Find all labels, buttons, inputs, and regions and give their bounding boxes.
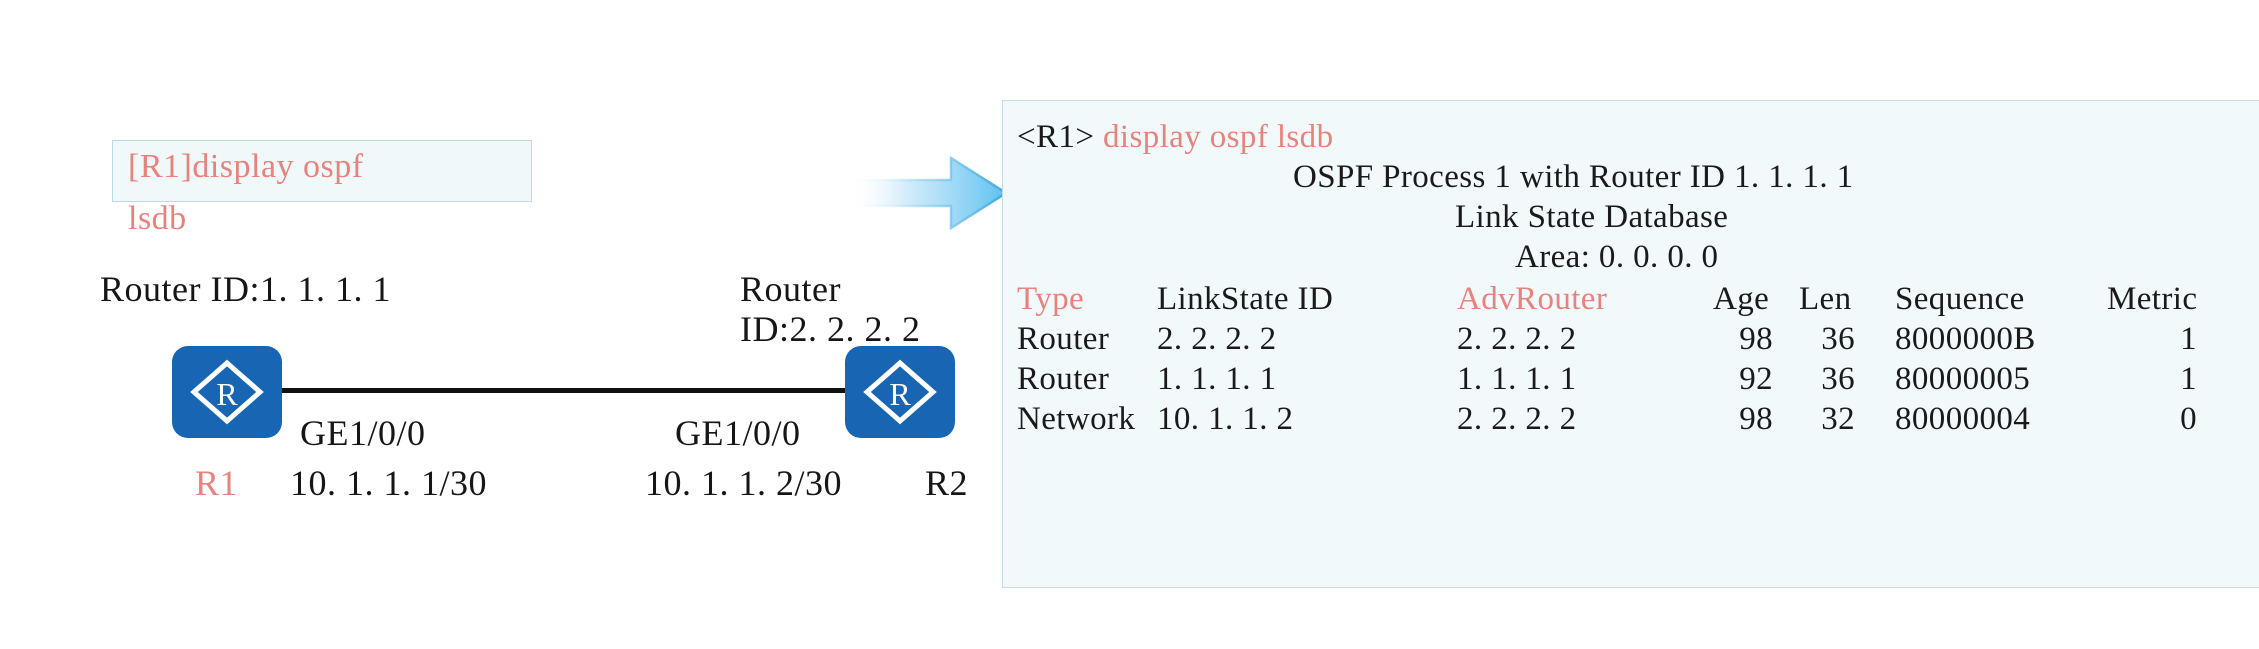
router2-id-label-line2: ID:2. 2. 2. 2: [740, 309, 921, 349]
svg-text:R: R: [216, 376, 238, 412]
ethernet-link-line: [282, 388, 854, 393]
router2-name-label: R2: [925, 463, 969, 503]
router1-name-label: R1: [195, 463, 239, 503]
cell-advrouter: 1. 1. 1. 1: [1457, 361, 1577, 397]
column-header-advrouter: AdvRouter: [1457, 281, 1608, 317]
cell-metric: 1: [2180, 321, 2197, 357]
cell-type: Router: [1017, 361, 1110, 397]
table-row: Router 1. 1. 1. 1 1. 1. 1. 1 92 36 80000…: [1017, 361, 2259, 401]
cell-age: 92: [1739, 361, 1773, 397]
cell-advrouter: 2. 2. 2. 2: [1457, 401, 1577, 437]
svg-text:R: R: [889, 376, 911, 412]
command-callout-line-1: [R1]display ospf: [128, 148, 364, 185]
lsdb-table: Type LinkState ID AdvRouter Age Len Sequ…: [1017, 281, 2259, 441]
cell-age: 98: [1739, 321, 1773, 357]
column-header-type: Type: [1017, 281, 1085, 317]
cell-sequence: 8000000B: [1895, 321, 2036, 357]
cell-type: Router: [1017, 321, 1110, 357]
terminal-command: display ospf lsdb: [1103, 119, 1334, 155]
cell-metric: 1: [2180, 361, 2197, 397]
router1-interface-name: GE1/0/0: [300, 413, 426, 453]
router1-id-label: Router ID:1. 1. 1. 1: [100, 269, 391, 309]
cell-linkstate-id: 10. 1. 1. 2: [1157, 401, 1294, 437]
terminal-output-panel: <R1> display ospf lsdb OSPF Process 1 wi…: [1002, 100, 2259, 588]
command-callout-box: [112, 140, 532, 202]
terminal-header-lsdb: Link State Database: [1455, 199, 1729, 235]
column-header-sequence: Sequence: [1895, 281, 2025, 317]
cell-linkstate-id: 2. 2. 2. 2: [1157, 321, 1277, 357]
column-header-len: Len: [1799, 281, 1852, 317]
cell-len: 32: [1821, 401, 1855, 437]
cell-len: 36: [1821, 321, 1855, 357]
column-header-metric: Metric: [2107, 281, 2198, 317]
router2-id-label-line1: Router: [740, 269, 841, 309]
terminal-prompt-line: <R1> display ospf lsdb: [1017, 119, 1333, 156]
table-row: Network 10. 1. 1. 2 2. 2. 2. 2 98 32 800…: [1017, 401, 2259, 441]
router-r2-icon[interactable]: R: [845, 346, 955, 438]
terminal-prompt: <R1>: [1017, 119, 1095, 155]
column-header-linkstate-id: LinkState ID: [1157, 281, 1334, 317]
terminal-header-area: Area: 0. 0. 0. 0: [1515, 239, 1719, 275]
cell-sequence: 80000004: [1895, 401, 2031, 437]
cell-len: 36: [1821, 361, 1855, 397]
cell-sequence: 80000005: [1895, 361, 2031, 397]
command-callout-line-2: lsdb: [128, 200, 187, 237]
flow-arrow-right-icon: [846, 150, 1009, 236]
cell-metric: 0: [2180, 401, 2197, 437]
terminal-header-process: OSPF Process 1 with Router ID 1. 1. 1. 1: [1293, 159, 1854, 195]
cell-advrouter: 2. 2. 2. 2: [1457, 321, 1577, 357]
cell-age: 98: [1739, 401, 1773, 437]
table-row: Router 2. 2. 2. 2 2. 2. 2. 2 98 36 80000…: [1017, 321, 2259, 361]
lsdb-table-header-row: Type LinkState ID AdvRouter Age Len Sequ…: [1017, 281, 2259, 321]
router1-interface-ip: 10. 1. 1. 1/30: [290, 463, 488, 503]
router2-interface-ip: 10. 1. 1. 2/30: [645, 463, 843, 503]
router-r1-icon[interactable]: R: [172, 346, 282, 438]
router2-interface-name: GE1/0/0: [675, 413, 801, 453]
cell-type: Network: [1017, 401, 1136, 437]
cell-linkstate-id: 1. 1. 1. 1: [1157, 361, 1277, 397]
column-header-age: Age: [1713, 281, 1770, 317]
